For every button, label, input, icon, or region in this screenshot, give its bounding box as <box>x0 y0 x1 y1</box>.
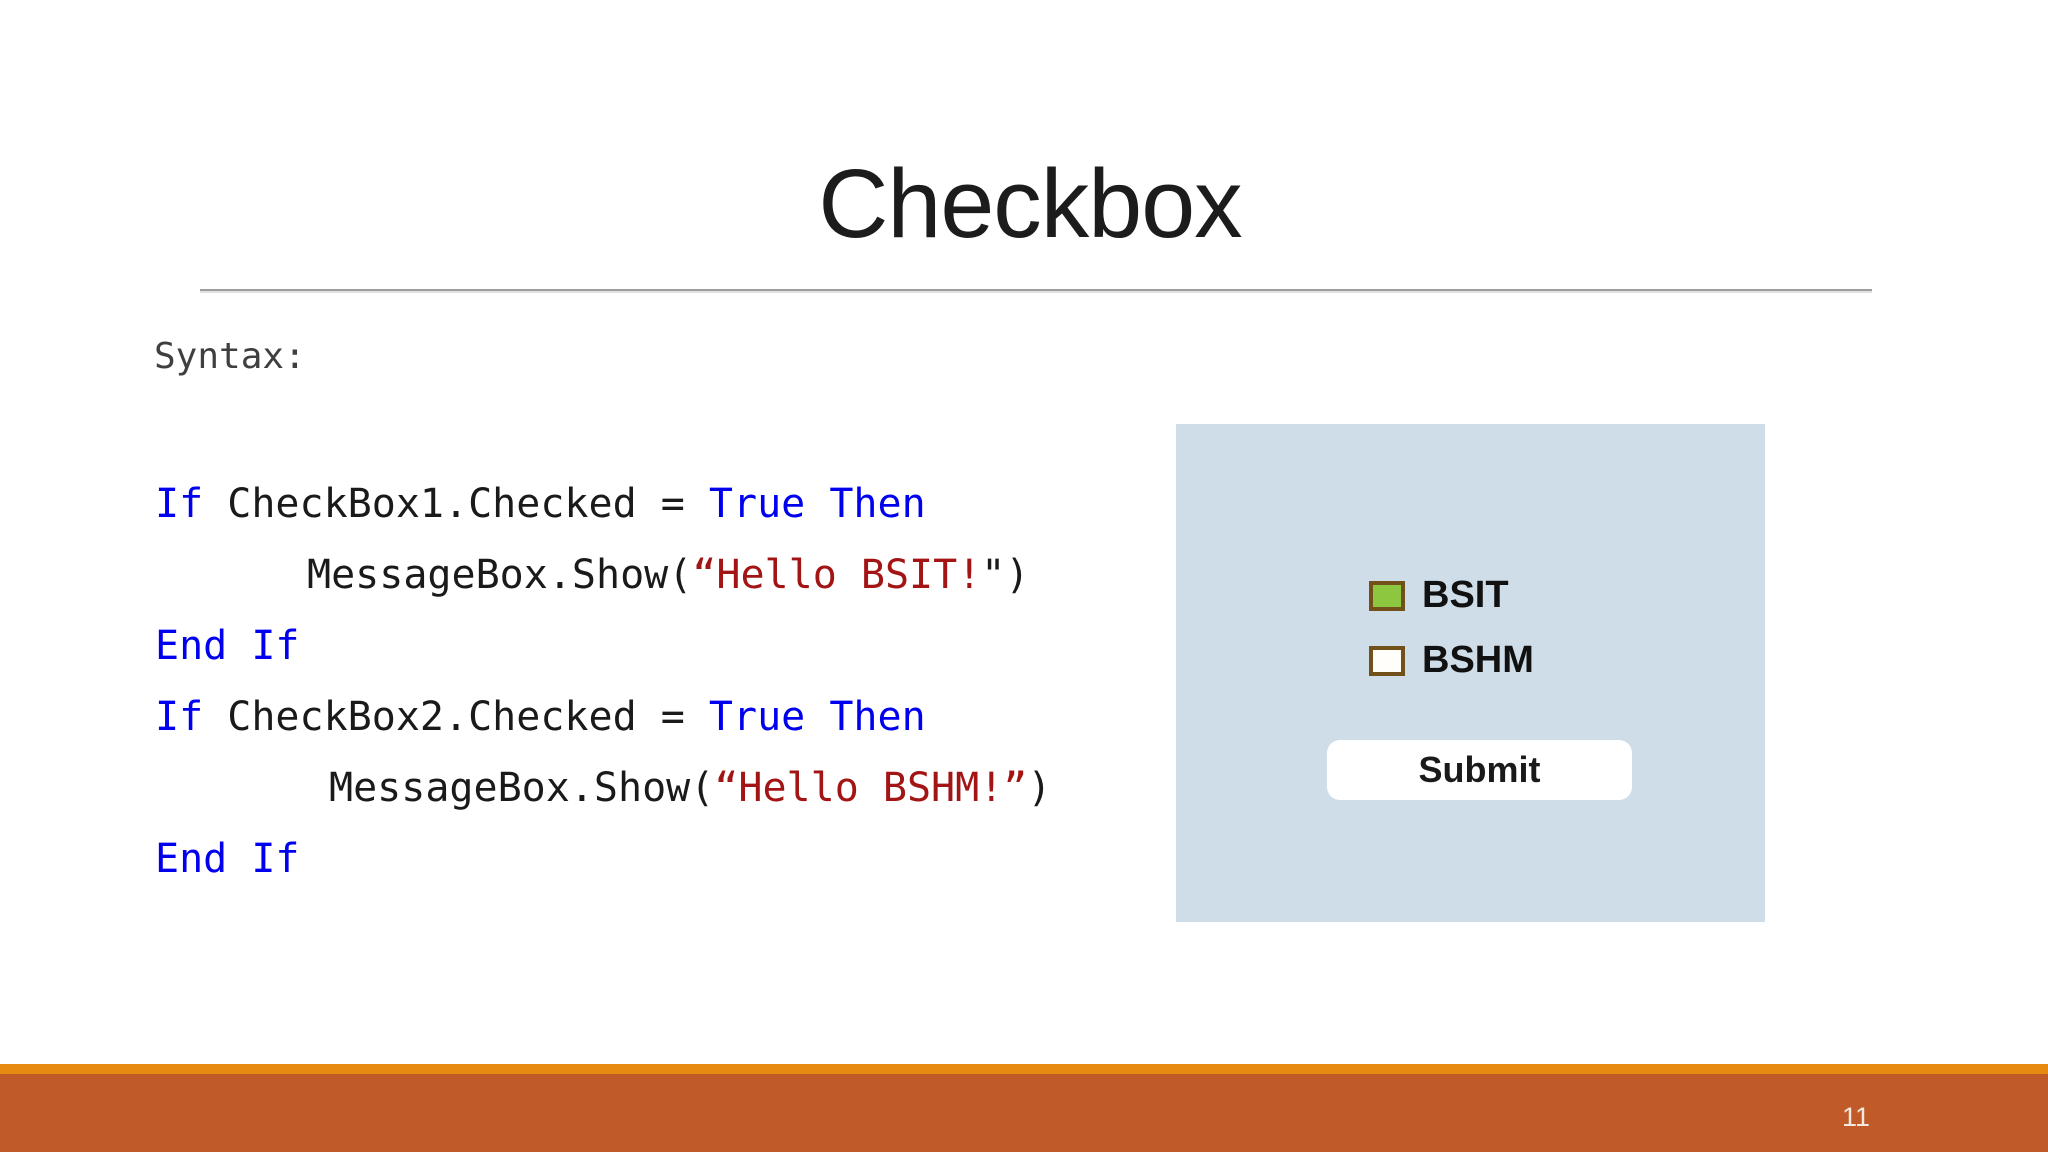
checkbox-bshm[interactable] <box>1369 645 1405 676</box>
checkbox-label: BSHM <box>1422 639 1534 681</box>
footer-bar: 11 <box>0 1074 2048 1152</box>
code-line: End If <box>155 620 1051 691</box>
footer-accent-stripe <box>0 1064 2048 1074</box>
code-segment-plain: CheckBox2.Checked = <box>203 694 709 740</box>
checkbox-row-bsit: BSIT <box>1369 574 1509 617</box>
code-segment-plain: MessageBox.Show( <box>307 552 693 598</box>
code-line: If CheckBox2.Checked = True Then <box>155 691 1051 762</box>
checkbox-bsit[interactable] <box>1369 580 1405 611</box>
checkbox-row-bshm: BSHM <box>1369 639 1534 682</box>
code-line: If CheckBox1.Checked = True Then <box>155 478 1051 549</box>
code-line: MessageBox.Show(“Hello BSIT!") <box>155 549 1051 620</box>
submit-button[interactable]: Submit <box>1327 740 1632 800</box>
checkbox-label: BSIT <box>1422 574 1509 616</box>
code-line: End If <box>155 833 1051 904</box>
code-segment-string: “Hello BSHM!” <box>714 765 1028 811</box>
code-segment-keyword: If <box>155 481 204 527</box>
code-segment-keyword: End If <box>155 623 300 669</box>
checkbox-demo-panel: BSIT BSHM Submit <box>1176 424 1765 922</box>
code-segment-keyword: If <box>155 694 204 740</box>
syntax-label: Syntax: <box>154 336 306 377</box>
code-segment-string: “Hello BSIT! <box>692 552 982 598</box>
code-line: MessageBox.Show(“Hello BSHM!”) <box>155 762 1051 833</box>
code-segment-plain: ") <box>981 552 1030 598</box>
code-segment-plain: ) <box>1027 765 1052 811</box>
page-number: 11 <box>1841 1102 1870 1132</box>
title-underline <box>200 289 1872 291</box>
code-segment-keyword: True Then <box>708 481 926 527</box>
page-title: Checkbox <box>818 149 1242 258</box>
code-segment-keyword: True Then <box>708 694 926 740</box>
code-segment-keyword: End If <box>155 836 300 882</box>
code-segment-plain: CheckBox1.Checked = <box>203 481 709 527</box>
code-segment-plain: MessageBox.Show( <box>329 765 715 811</box>
